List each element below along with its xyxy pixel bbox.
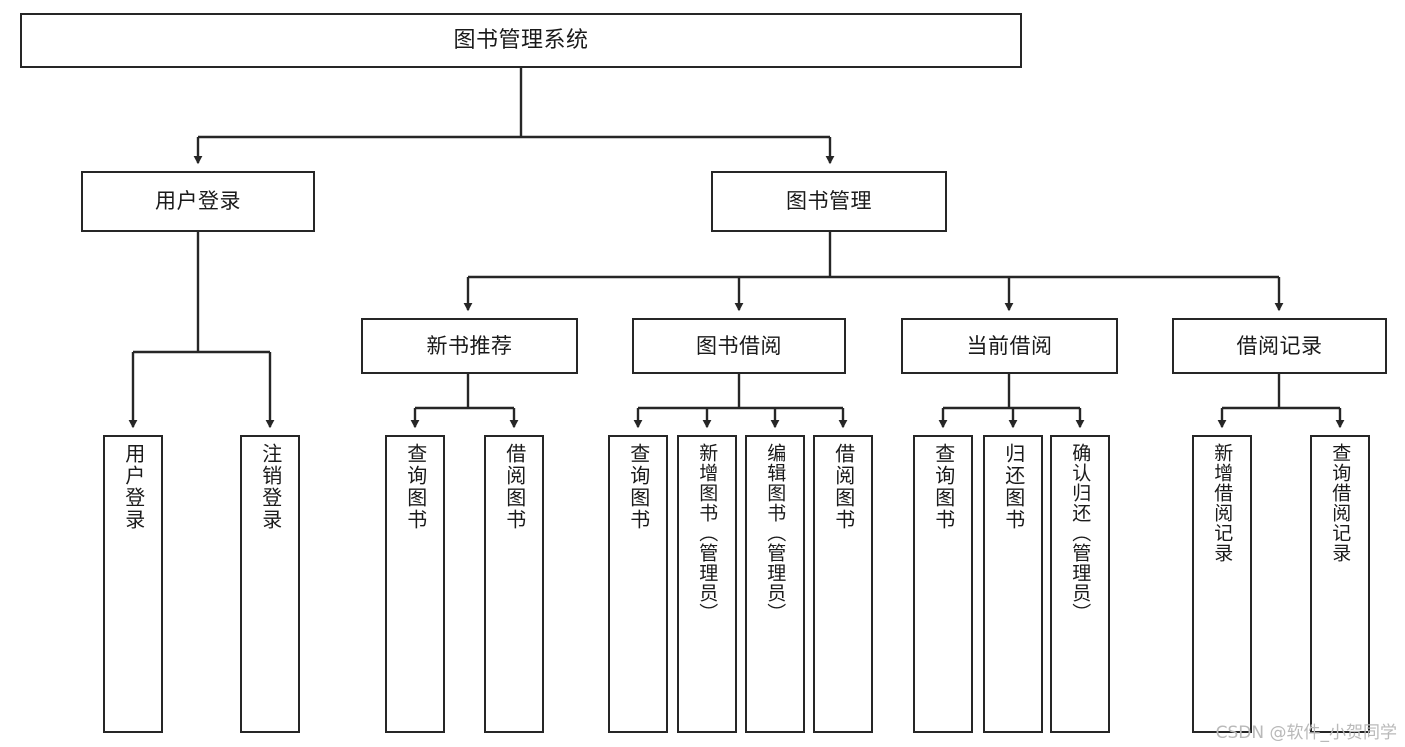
leaf-query-book-newrec[interactable]: 查询图书 bbox=[385, 435, 445, 733]
node-label: 查询图书 bbox=[626, 443, 651, 531]
node-root-system[interactable]: 图书管理系统 bbox=[20, 13, 1022, 68]
node-label: 查询借阅记录 bbox=[1329, 443, 1352, 563]
leaf-edit-book-admin[interactable]: 编辑图书（管理员） bbox=[745, 435, 805, 733]
node-label: 图书管理系统 bbox=[453, 27, 589, 53]
node-current-borrow[interactable]: 当前借阅 bbox=[901, 318, 1118, 374]
leaf-add-book-admin[interactable]: 新增图书（管理员） bbox=[677, 435, 737, 733]
leaf-query-book-borrow[interactable]: 查询图书 bbox=[608, 435, 668, 733]
leaf-borrow-book[interactable]: 借阅图书 bbox=[813, 435, 873, 733]
node-label: 借阅记录 bbox=[1236, 333, 1323, 358]
leaf-query-borrow-record[interactable]: 查询借阅记录 bbox=[1310, 435, 1370, 733]
node-label: 用户登录 bbox=[155, 189, 241, 214]
leaf-add-borrow-record[interactable]: 新增借阅记录 bbox=[1192, 435, 1252, 733]
node-label: 确认归还（管理员） bbox=[1069, 443, 1092, 623]
node-label: 当前借阅 bbox=[966, 333, 1053, 358]
node-label: 新增借阅记录 bbox=[1211, 443, 1234, 563]
leaf-confirm-return-admin[interactable]: 确认归还（管理员） bbox=[1050, 435, 1110, 733]
node-label: 借阅图书 bbox=[502, 443, 527, 531]
node-label: 新书推荐 bbox=[426, 333, 513, 358]
node-label: 注销登录 bbox=[258, 443, 283, 531]
node-label: 图书借阅 bbox=[696, 333, 782, 358]
node-label: 查询图书 bbox=[931, 443, 956, 531]
node-label: 借阅图书 bbox=[831, 443, 856, 531]
node-book-borrow[interactable]: 图书借阅 bbox=[632, 318, 846, 374]
leaf-return-book[interactable]: 归还图书 bbox=[983, 435, 1043, 733]
node-label: 查询图书 bbox=[403, 443, 428, 531]
node-label: 归还图书 bbox=[1001, 443, 1026, 531]
node-label: 图书管理 bbox=[786, 189, 872, 214]
node-borrow-record[interactable]: 借阅记录 bbox=[1172, 318, 1387, 374]
leaf-user-login[interactable]: 用户登录 bbox=[103, 435, 163, 733]
node-label: 编辑图书（管理员） bbox=[764, 443, 787, 623]
node-user-login[interactable]: 用户登录 bbox=[81, 171, 315, 232]
leaf-query-book-current[interactable]: 查询图书 bbox=[913, 435, 973, 733]
node-new-book-recommend[interactable]: 新书推荐 bbox=[361, 318, 578, 374]
node-label: 用户登录 bbox=[121, 443, 146, 531]
leaf-logout[interactable]: 注销登录 bbox=[240, 435, 300, 733]
node-label: 新增图书（管理员） bbox=[696, 443, 719, 623]
leaf-borrow-book-newrec[interactable]: 借阅图书 bbox=[484, 435, 544, 733]
node-book-management[interactable]: 图书管理 bbox=[711, 171, 947, 232]
